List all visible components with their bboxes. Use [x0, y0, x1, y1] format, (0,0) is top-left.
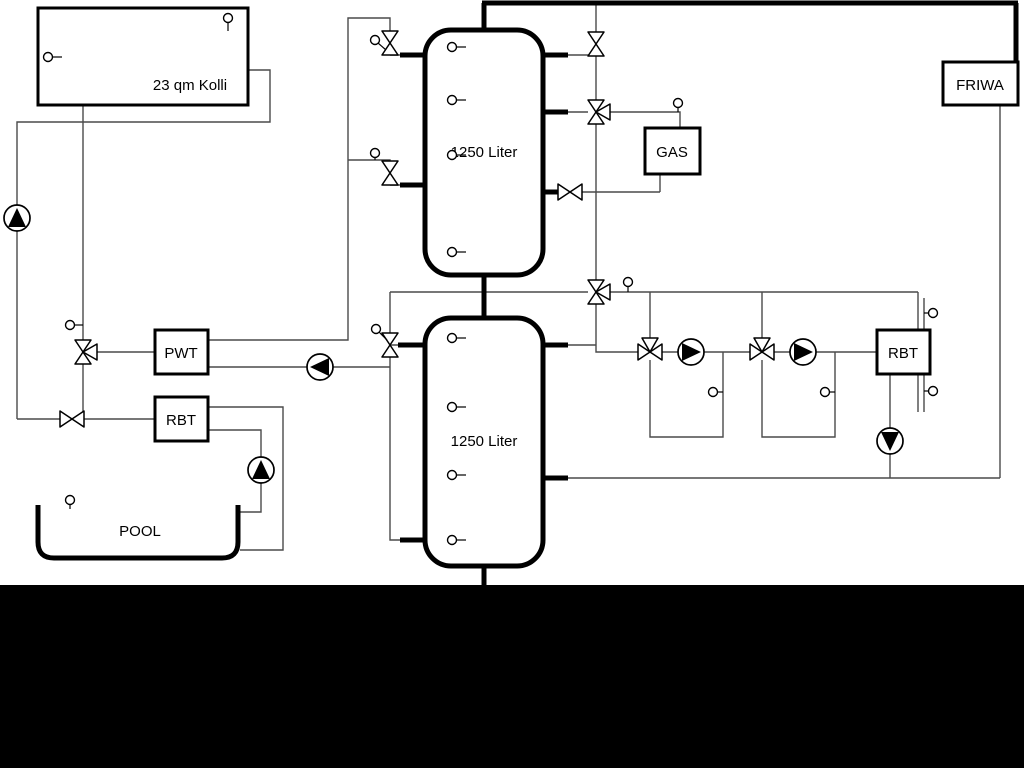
buffer-tank-top-body	[422, 27, 546, 278]
pump-pwt-icon	[306, 353, 334, 381]
solar-collector: 23 qm Kolli	[36, 6, 250, 107]
pwt-box	[153, 328, 210, 376]
rbt-heat-exchanger-right: RBT	[875, 328, 932, 376]
pumps	[3, 204, 904, 484]
pwt-label: PWT	[164, 345, 197, 362]
temp-sensor-icon	[446, 246, 466, 258]
rbt-left-box	[153, 395, 210, 443]
buffer-tank-top: 1250 Liter	[422, 27, 546, 278]
buffer-tank-bottom-body	[422, 315, 546, 569]
valve-tank1-right-top-icon	[587, 31, 605, 57]
temp-sensor-icon	[707, 386, 723, 398]
pool-outline	[35, 505, 241, 561]
gas-boiler-box	[643, 126, 702, 176]
threeway-mixer-circuit2-icon	[749, 337, 775, 361]
pipe-network	[16, 0, 1019, 585]
temp-sensor-icon	[924, 307, 939, 319]
threeway-valve-distribution-icon	[587, 279, 611, 305]
threeway-valve-gas-icon	[587, 99, 611, 125]
rbt-right-label: RBT	[888, 345, 918, 362]
valve-gas-return-icon	[557, 183, 583, 201]
solar-collector-label: 23 qm Kolli	[153, 77, 227, 94]
temp-sensor-icon	[369, 34, 387, 51]
gas-boiler: GAS	[643, 126, 702, 176]
temp-sensor-icon	[446, 469, 466, 481]
valves	[59, 30, 775, 428]
valve-rbt-left-icon	[59, 410, 85, 428]
pump-circuit2-icon	[789, 338, 817, 366]
buffer-tank-top-label: 1250 Liter	[451, 144, 518, 161]
temp-sensor-icon	[42, 51, 62, 63]
pump-circuit1-icon	[677, 338, 705, 366]
temp-sensor-icon	[819, 386, 835, 398]
temp-sensor-icon	[64, 494, 76, 509]
temp-sensors	[64, 34, 939, 398]
pump-rbt-right-icon	[876, 427, 904, 455]
temp-sensor-icon	[672, 97, 684, 112]
temp-sensor-icon	[446, 149, 466, 161]
threeway-mixer-circuit1-icon	[637, 337, 663, 361]
temp-sensor-icon	[446, 94, 466, 106]
rbt-left-label: RBT	[166, 412, 196, 429]
gas-boiler-label: GAS	[656, 144, 688, 161]
friwa-box	[941, 60, 1020, 107]
temp-sensor-icon	[622, 276, 634, 292]
temp-sensor-icon	[222, 12, 234, 31]
pump-pool-icon	[247, 456, 275, 484]
friwa-label: FRIWA	[956, 77, 1004, 94]
buffer-tank-bottom-label: 1250 Liter	[451, 433, 518, 450]
temp-sensor-icon	[369, 147, 381, 160]
valve-tank1-left-upper-icon	[381, 30, 399, 56]
valve-tank1-left-mid-icon	[381, 160, 399, 186]
temp-sensor-icon	[446, 534, 466, 546]
temp-sensor-icon	[446, 401, 466, 413]
pump-solar-icon	[3, 204, 31, 232]
temp-sensor-icon	[924, 385, 939, 397]
pool-basin: POOL	[35, 494, 241, 561]
rbt-right-box	[875, 328, 932, 376]
temp-sensor-icon	[446, 41, 466, 53]
temp-sensor-icon	[446, 332, 466, 344]
temp-sensor-icon	[370, 323, 388, 341]
pipe-segments-thick	[398, 0, 1019, 585]
bottom-black-region	[0, 585, 1024, 768]
pool-label: POOL	[119, 523, 161, 540]
rbt-heat-exchanger-left: RBT	[153, 395, 210, 443]
buffer-tank-bottom: 1250 Liter	[422, 315, 546, 569]
pwt-heat-exchanger: PWT	[153, 328, 210, 376]
solar-collector-box	[36, 6, 250, 107]
friwa-station: FRIWA	[941, 60, 1020, 107]
threeway-valve-solar-icon	[74, 339, 98, 365]
temp-sensor-icon	[64, 319, 83, 331]
